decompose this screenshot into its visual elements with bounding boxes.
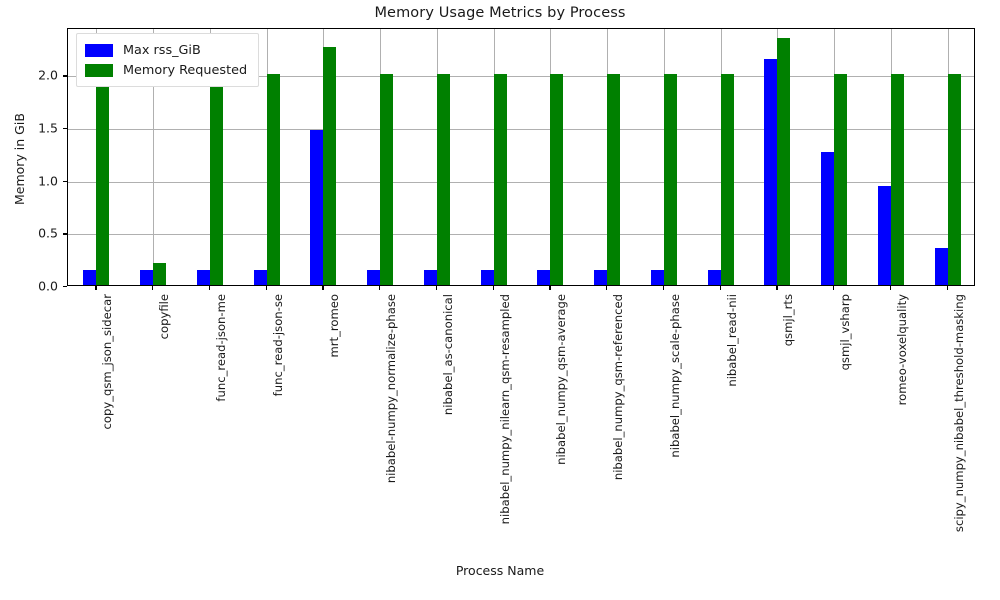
gridline-horizontal <box>68 129 974 131</box>
legend-label: Memory Requested <box>123 62 248 78</box>
bar <box>480 269 494 285</box>
y-tick-label: 2.0 <box>38 67 58 83</box>
y-tick-mark <box>63 233 67 235</box>
bar <box>650 269 664 285</box>
legend-label: Max rss_GiB <box>123 42 201 58</box>
gridline-vertical <box>153 29 155 285</box>
x-tick-label: copy_qsm_json_sidecar <box>100 294 115 430</box>
x-tick-mark <box>549 286 551 290</box>
x-tick-mark <box>492 286 494 290</box>
x-tick-mark <box>776 286 778 290</box>
x-tick-label: mrt_romeo <box>327 294 342 358</box>
bar <box>607 74 621 285</box>
bar <box>834 74 848 285</box>
x-tick-label: copyfile <box>157 294 172 340</box>
x-tick-mark <box>152 286 154 290</box>
x-tick-mark <box>889 286 892 290</box>
gridline-horizontal <box>68 76 974 78</box>
bar <box>777 37 791 285</box>
y-tick-label: 1.5 <box>38 120 58 136</box>
gridline-horizontal <box>68 181 974 183</box>
x-tick-label: nibabel_read-nii <box>724 294 739 387</box>
x-tick-label: nibabel_numpy_nilearn_qsm-resampled <box>497 294 512 525</box>
bar <box>663 74 677 285</box>
legend-item: Memory Requested <box>85 60 247 80</box>
x-tick-label: scipy_numpy_nibabel_threshold-masking <box>951 294 966 533</box>
bar <box>877 186 891 285</box>
y-tick-mark <box>63 286 67 288</box>
bar <box>323 47 337 285</box>
x-tick-mark <box>719 286 721 290</box>
bar <box>707 269 721 285</box>
x-tick-label: qsmjl_rts <box>781 294 796 347</box>
y-axis-label: Memory in GiB <box>12 113 27 205</box>
legend-swatch-icon <box>85 63 113 77</box>
bar <box>83 269 97 285</box>
x-tick-mark <box>833 286 835 290</box>
bar <box>436 74 450 285</box>
bar <box>720 74 734 285</box>
bar <box>493 74 507 285</box>
x-tick-label: nibabel_as-canonical <box>440 294 455 416</box>
x-tick-mark <box>379 286 381 290</box>
bar <box>890 74 904 285</box>
legend: Max rss_GiB Memory Requested <box>76 33 260 87</box>
plot-area <box>67 28 975 286</box>
x-tick-mark <box>662 286 665 290</box>
bar <box>253 269 267 285</box>
x-tick-label: func_read-json-me <box>213 294 228 402</box>
x-tick-label: romeo-voxelquality <box>894 294 909 406</box>
y-tick-mark <box>63 128 67 130</box>
x-tick-mark <box>322 286 324 290</box>
bar <box>594 269 608 285</box>
bar <box>209 74 223 285</box>
x-tick-mark <box>265 286 267 290</box>
bar <box>537 269 551 285</box>
bar <box>934 248 948 285</box>
bar <box>367 269 381 285</box>
bar <box>96 74 110 285</box>
bar <box>310 130 324 285</box>
bar <box>140 269 154 285</box>
bar <box>764 58 778 285</box>
bar <box>550 74 564 285</box>
legend-swatch-icon <box>85 43 113 57</box>
x-tick-label: nibabel-numpy_normalize-phase <box>384 294 399 484</box>
x-tick-mark <box>95 286 97 290</box>
x-axis-label: Process Name <box>455 563 545 578</box>
y-tick-label: 0.5 <box>38 225 58 241</box>
y-tick-label: 0.0 <box>38 278 58 294</box>
bar <box>821 152 835 285</box>
y-tick-mark <box>63 75 67 77</box>
x-tick-mark <box>208 286 211 290</box>
bar <box>153 262 167 285</box>
chart-title: Memory Usage Metrics by Process <box>374 5 626 21</box>
x-tick-mark <box>606 286 608 290</box>
x-tick-label: func_read-json-se <box>270 294 285 397</box>
y-tick-mark <box>63 180 67 182</box>
bar <box>266 74 280 285</box>
x-tick-label: qsmjl_vsharp <box>838 294 853 371</box>
x-tick-label: nibabel_numpy_qsm-average <box>554 294 569 465</box>
legend-item: Max rss_GiB <box>85 40 247 60</box>
x-tick-label: nibabel_numpy_scale-phase <box>667 294 682 458</box>
bar <box>947 74 961 285</box>
gridline-horizontal <box>68 234 974 236</box>
x-tick-mark <box>435 286 438 290</box>
bar <box>380 74 394 285</box>
y-tick-label: 1.0 <box>38 173 58 189</box>
bar <box>423 269 437 285</box>
bar <box>196 269 210 285</box>
x-tick-mark <box>946 286 948 290</box>
x-tick-label: nibabel_numpy_qsm-referenced <box>611 294 626 481</box>
